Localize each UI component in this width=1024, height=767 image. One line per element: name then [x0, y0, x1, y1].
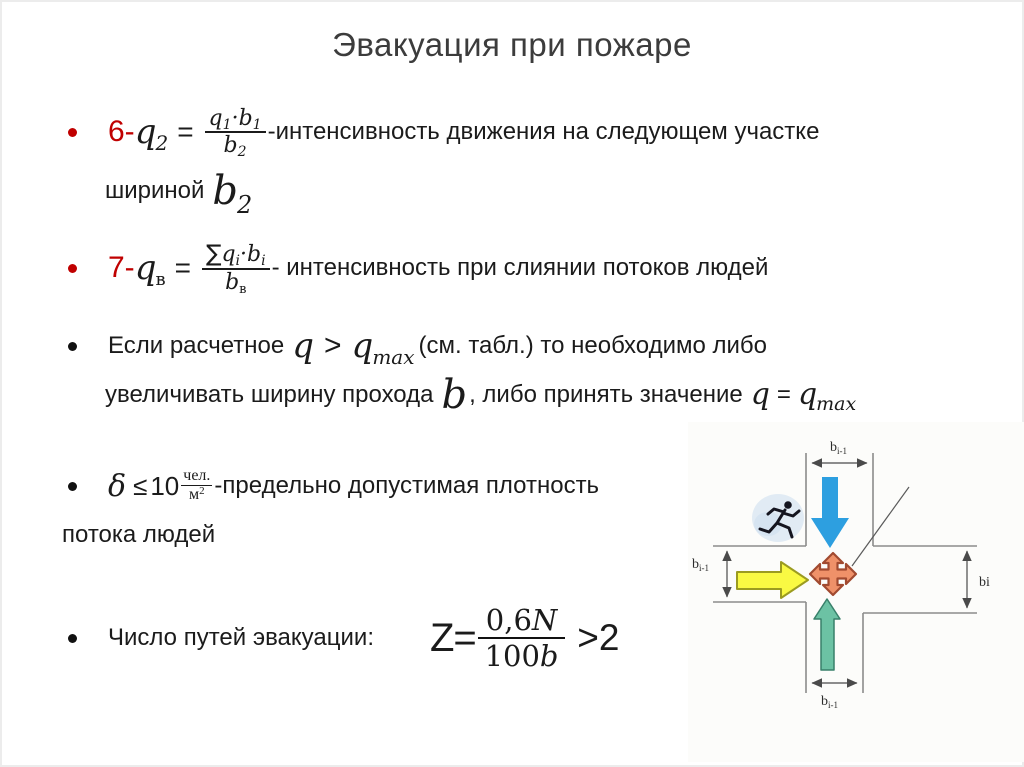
- runner-body: [758, 507, 801, 539]
- scan-background: [688, 422, 1024, 762]
- frac-den: b: [223, 133, 238, 158]
- frac-num-coef: 0,6: [485, 602, 532, 637]
- frac-num: q: [221, 242, 236, 268]
- formula-sub: в: [155, 268, 166, 290]
- formula-var-b: b: [441, 372, 468, 418]
- frac-num2-sub: 1: [252, 116, 262, 133]
- formula-var-qmax: q: [351, 326, 374, 366]
- sum-sign: ∑: [205, 241, 222, 268]
- bullet-marker: [68, 127, 77, 137]
- greater-sign: >: [324, 329, 342, 362]
- bullet-3: Если расчетное q > q max (см. табл.) то …: [62, 322, 767, 370]
- bullet-1-line2-text: шириной: [105, 177, 205, 204]
- bullet-marker: [68, 341, 77, 351]
- corridor-walls: [713, 453, 977, 693]
- label-top: bi-1: [830, 440, 847, 456]
- bullet-1-text: -интенсивность движения на следующем уча…: [267, 118, 820, 145]
- runner-head: [784, 501, 792, 509]
- frac-num-sub: 1: [222, 116, 232, 133]
- bullet-1-line2: шириной b 2: [105, 163, 252, 219]
- less-equal-sign: ≤: [133, 470, 148, 501]
- down-flow-arrow-icon: [811, 477, 849, 548]
- bullet-2-text: - интенсивность при слиянии потоков люде…: [271, 254, 769, 281]
- up-flow-arrow-icon: [813, 598, 841, 671]
- bullet-3-text2: (см. табл.) то необходимо либо: [418, 332, 767, 359]
- equals-sign: =: [177, 116, 194, 147]
- bullet-3-line2: увеличивать ширину прохода b , либо прин…: [105, 370, 856, 420]
- bullet-4-line2: потока людей: [62, 516, 215, 554]
- formula-var-q: q: [750, 377, 770, 412]
- label-right: bi: [979, 575, 990, 590]
- merge-cross-arrow-icon: [808, 551, 858, 597]
- formula-var-qmax: q: [797, 377, 818, 412]
- dimension-labels: bi-1 bi-1 bi bi-1: [692, 440, 990, 710]
- dot-operator: ·: [240, 242, 248, 268]
- frac-den-sub: в: [239, 281, 247, 297]
- bullet-marker: [68, 263, 77, 273]
- dimension-arrows: [722, 458, 972, 688]
- formula-sub: 2: [155, 131, 169, 155]
- limit-value: 10: [150, 470, 180, 501]
- bullet-5-label: Число путей эвакуации:: [108, 624, 374, 651]
- formula-sub-max: max: [372, 345, 415, 369]
- dot-operator: ·: [231, 105, 239, 131]
- formula-sub-max: max: [816, 393, 857, 415]
- frac-num-sub: i: [235, 253, 241, 270]
- frac-den-coef: 100: [484, 639, 540, 673]
- runner-icon: [752, 494, 804, 542]
- item-number: 7-: [108, 251, 135, 284]
- frac-den-var: b: [539, 639, 559, 673]
- frac-num2: b: [247, 242, 262, 268]
- bullet-3-text3: увеличивать ширину прохода: [105, 381, 434, 408]
- page-title: Эвакуация при пожаре: [332, 26, 692, 63]
- delta-symbol: δ: [108, 468, 127, 504]
- frac-num-var: N: [531, 602, 558, 637]
- z-equals: Z=: [429, 615, 477, 660]
- label-left: bi-1: [692, 557, 709, 573]
- formula-var-b: b: [212, 168, 239, 214]
- frac-num2: b: [238, 105, 253, 131]
- bullet-3-text1: Если расчетное: [108, 332, 285, 359]
- frac-den: b: [225, 269, 240, 295]
- frac-num2-sub: i: [261, 253, 266, 270]
- frac-num-unit: чел.: [183, 467, 211, 485]
- equals-sign: =: [174, 252, 191, 283]
- formula-var-q: q: [292, 326, 315, 366]
- right-flow-arrow-icon: [736, 561, 809, 599]
- frac-den-unit: м: [189, 486, 200, 503]
- bullet-4-text: -предельно допустимая плотность: [214, 472, 600, 499]
- formula-var-qv: q: [134, 248, 157, 288]
- frac-den-sub: 2: [237, 144, 247, 160]
- label-bottom: bi-1: [821, 694, 838, 710]
- greater-than-2: >2: [577, 617, 620, 658]
- bullet-4-line2-text: потока людей: [62, 521, 216, 548]
- bullet-3-text4: , либо принять значение: [469, 381, 743, 408]
- pointer-line: [851, 486, 910, 567]
- formula-var-q2: q: [134, 112, 157, 152]
- superscript-2: 2: [199, 485, 205, 497]
- equals-sign: =: [776, 381, 791, 408]
- frac-num: q: [208, 105, 223, 131]
- junction-diagram: bi-1 bi-1 bi bi-1: [688, 422, 1024, 762]
- formula-sub: 2: [237, 191, 253, 219]
- item-number: 6-: [108, 115, 135, 148]
- bullet-marker: [68, 633, 77, 643]
- bullet-marker: [68, 481, 77, 491]
